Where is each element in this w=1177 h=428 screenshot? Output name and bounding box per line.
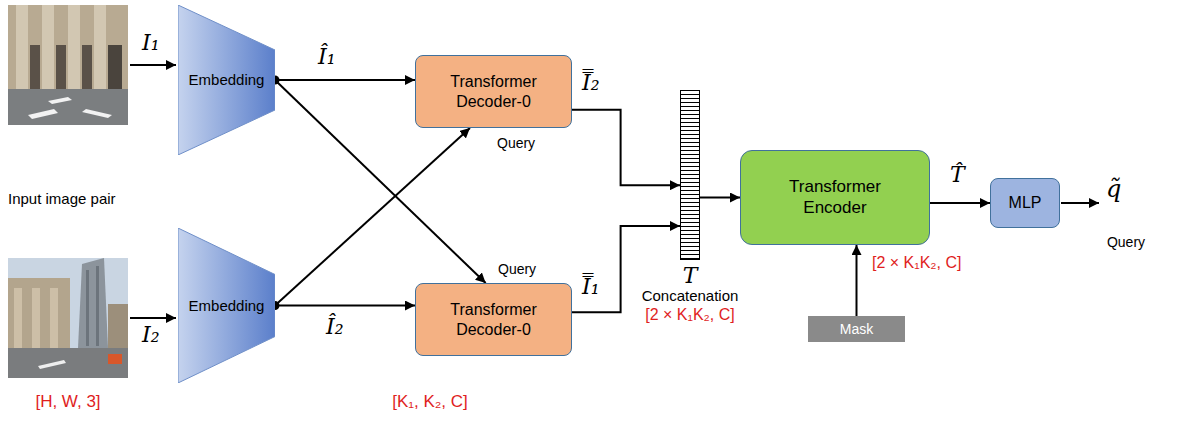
photo-barrier	[108, 354, 122, 364]
decoder-box: Transformer Decoder-0	[415, 55, 572, 128]
dimension-label: [2 × K₁K₂, C]	[872, 254, 961, 272]
tensor-symbol: I₁	[142, 30, 160, 55]
photo-road	[8, 348, 128, 378]
flow-arrow	[275, 305, 415, 307]
symbol-label: T	[683, 263, 698, 289]
photo-building	[108, 304, 128, 348]
mask-box: Mask	[808, 316, 905, 342]
block-label: Embedding	[189, 71, 265, 89]
flow-arrow	[700, 197, 740, 199]
mlp-box: MLP	[990, 178, 1060, 228]
photo-column	[68, 5, 80, 89]
photo-window-strip	[96, 266, 99, 346]
photo-column	[32, 288, 40, 348]
flow-arrow	[856, 245, 858, 316]
input-arrow	[130, 317, 176, 319]
flow-arrow	[930, 202, 990, 204]
output-symbol: q̃	[1106, 176, 1121, 204]
photo-sky	[8, 258, 128, 378]
photo-building	[8, 5, 128, 89]
flow-arrow	[572, 110, 680, 185]
photo-arch	[56, 45, 66, 89]
dimension-label: [2 × K₁K₂, C]	[645, 306, 734, 324]
photo-arch	[108, 45, 122, 89]
photo-column	[50, 288, 58, 348]
input-arrow	[130, 64, 176, 66]
street-photo	[8, 258, 128, 378]
photo-column	[94, 5, 106, 89]
operation-label: Concatenation	[642, 287, 739, 305]
road-marking	[48, 97, 72, 104]
photo-arch	[30, 45, 40, 89]
encoder-box: Transformer Encoder	[740, 150, 930, 245]
photo-column	[42, 5, 54, 89]
decoder-box: Transformer Decoder-0	[415, 283, 572, 356]
trapezoid-shape	[178, 5, 275, 155]
photo-road	[8, 89, 128, 125]
street-photo	[8, 5, 128, 125]
embedding-block: Embedding	[178, 5, 275, 155]
block-label: Transformer Decoder-0	[424, 72, 564, 110]
block-label: Transformer Encoder	[775, 177, 895, 218]
block-label: Transformer Decoder-0	[424, 300, 564, 338]
caption-label: Input image pair	[8, 190, 116, 207]
flow-arrow	[275, 128, 470, 306]
road-marking	[38, 360, 66, 369]
query-label: Query	[498, 261, 536, 277]
tensor-symbol: I̿₂	[582, 70, 600, 95]
photo-column	[16, 5, 28, 89]
photo-window-strip	[86, 270, 89, 346]
query-label: Query	[497, 135, 535, 151]
trapezoid-shape	[178, 228, 275, 383]
block-label: Mask	[840, 321, 873, 338]
dimension-label: [K₁, K₂, C]	[392, 392, 468, 412]
road-marking	[82, 109, 112, 118]
photo-tower	[78, 258, 108, 348]
query-label: Query	[1107, 234, 1145, 250]
tensor-symbol: Î₁	[318, 44, 336, 69]
tensor-symbol: I̿₁	[582, 274, 600, 299]
output-arrow	[1061, 202, 1099, 204]
dimension-label: [H, W, 3]	[35, 392, 100, 412]
tensor-symbol: Î₂	[326, 314, 344, 339]
road-marking	[28, 109, 58, 119]
block-label: Embedding	[189, 297, 265, 315]
concat-bar: TConcatenation	[680, 90, 700, 260]
block-label: MLP	[1009, 193, 1042, 212]
tensor-symbol: T̂	[950, 162, 965, 187]
photo-column	[14, 288, 22, 348]
photo-sky	[8, 5, 128, 125]
photo-building	[8, 278, 70, 348]
photo-arch	[82, 45, 92, 89]
flow-arrow	[275, 79, 415, 81]
tensor-symbol: I₂	[142, 322, 160, 347]
embedding-block: Embedding	[178, 228, 275, 383]
